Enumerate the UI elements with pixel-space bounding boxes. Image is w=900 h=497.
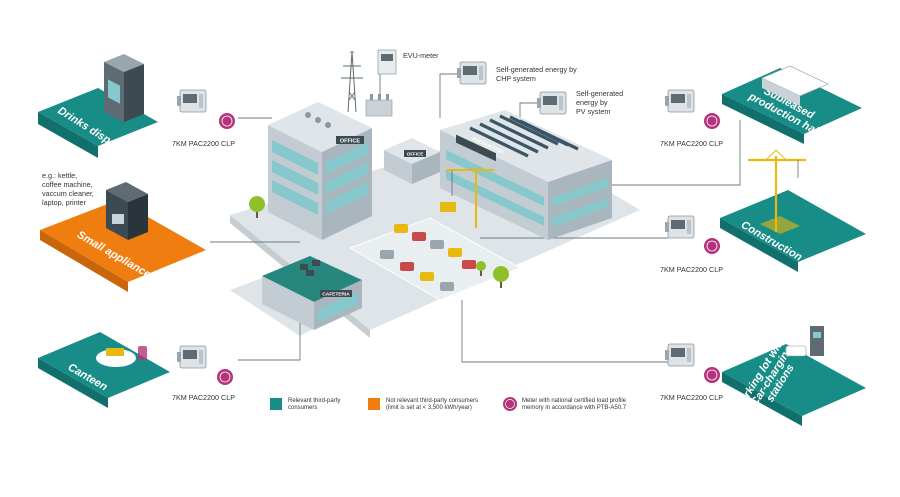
site-loader-icon: [440, 202, 456, 212]
legend-relevant-swatch: [270, 398, 282, 410]
clp-badge-icon: [704, 238, 720, 254]
clp-badge-icon: [704, 367, 720, 383]
cafeteria-sign: CAFETERIA: [322, 292, 350, 298]
meter-parking-lot-icon: [664, 343, 695, 367]
trees: [249, 196, 509, 288]
consumer-construction-crane: Construction crane: [720, 149, 866, 280]
meter-drinks-dispenser-icon: [176, 89, 207, 113]
legend-not-relevant-swatch: [368, 398, 380, 410]
meter-production-hall-label: 7KM PAC2200 CLP: [660, 139, 723, 148]
clp-badge-icon: [219, 113, 235, 129]
office-annex: OFFICE: [384, 138, 440, 184]
legend-relevant-text: Relevant third-party consumers: [288, 398, 342, 411]
legend-clp-badge-icon: [503, 397, 517, 411]
site-crane-icon: [446, 168, 494, 228]
clp-badge-icon: [704, 113, 720, 129]
chp-label: Self-generated energy by CHP system: [496, 65, 579, 83]
evu-meter-icon: [377, 49, 397, 75]
evu-meter-label: EVU-meter: [403, 51, 439, 60]
consumer-canteen: Canteen: [38, 332, 170, 408]
meter-canteen-icon: [176, 345, 207, 369]
factory-hall-icon: [761, 65, 829, 106]
legend: Relevant third-party consumers Not relev…: [270, 397, 628, 411]
office-building: OFFICE: [268, 102, 372, 240]
power-pylon-icon: [341, 51, 363, 113]
vending-machine-icon: [104, 54, 144, 122]
ev-charger-icon: [785, 326, 824, 357]
parking-cars: [380, 224, 476, 291]
meter-chp-icon: [456, 61, 487, 85]
meter-construction-crane-icon: [664, 215, 695, 239]
coffee-machine-icon: [106, 182, 148, 240]
transformer-icon: [365, 94, 393, 117]
clp-badge-icon: [217, 369, 233, 385]
meter-parking-lot-label: 7KM PAC2200 CLP: [660, 393, 723, 402]
pv-label: Self-generated energy by PV system: [576, 89, 625, 116]
consumer-parking-lot: Parking lot with eCar-charging stations: [722, 326, 866, 426]
meter-production-hall-icon: [664, 89, 695, 113]
annex-sign: OFFICE: [407, 152, 424, 157]
consumer-subleased-production-hall: Subleased production hall: [722, 65, 862, 144]
production-building: [440, 110, 612, 240]
meter-canteen-label: 7KM PAC2200 CLP: [172, 393, 235, 402]
meter-drinks-dispenser-label: 7KM PAC2200 CLP: [172, 139, 235, 148]
consumer-drinks-dispenser: Drinks dispenser: [38, 54, 158, 163]
food-tray-icon: [96, 346, 147, 367]
meter-pv-icon: [536, 91, 567, 115]
small-appliances-examples: e.g.: kettle, coffee machine, vaccum cle…: [42, 171, 96, 207]
cafeteria-building: CAFETERIA: [262, 256, 362, 330]
meter-construction-crane-label: 7KM PAC2200 CLP: [660, 265, 723, 274]
legend-meter-text: Meter with national certified load profi…: [522, 398, 628, 411]
legend-not-relevant-text: Not relevant third-party consumers (limi…: [386, 398, 480, 411]
office-sign: OFFICE: [340, 139, 360, 145]
